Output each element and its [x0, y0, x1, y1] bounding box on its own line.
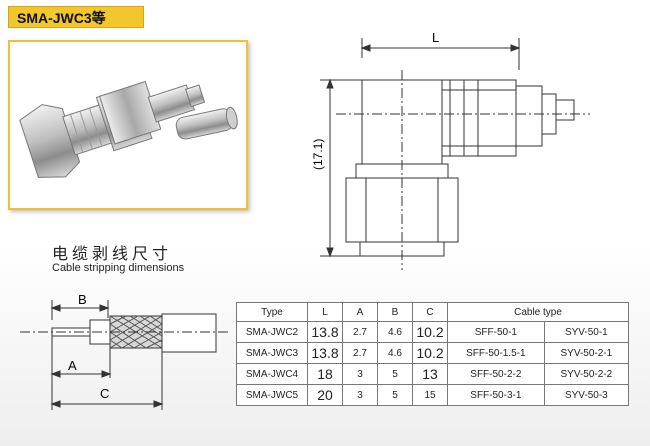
table-row: SMA-JWC3 13.8 2.7 4.6 10.2 SFF-50-1.5-1 … [236, 342, 630, 364]
cell-C: 10.2 [412, 342, 448, 364]
cell-type: SMA-JWC2 [236, 321, 308, 343]
cell-L: 18 [307, 363, 343, 385]
header-B: B [377, 302, 413, 322]
cell-type: SMA-JWC5 [236, 384, 308, 406]
table-row: SMA-JWC5 20 3 5 15 SFF-50-3-1 SYV-50-3 [236, 384, 630, 406]
header-C: C [412, 302, 448, 322]
cell-A: 3 [342, 363, 378, 385]
cell-C: 13 [412, 363, 448, 385]
dim-height-label: (17.1) [311, 139, 325, 170]
cell-L: 13.8 [307, 321, 343, 343]
table-row: SMA-JWC4 18 3 5 13 SFF-50-2-2 SYV-50-2-2 [236, 363, 630, 385]
cell-cable-sff: SFF-50-1 [447, 321, 545, 343]
cell-B: 5 [377, 363, 413, 385]
header-cable-type: Cable type [447, 302, 629, 322]
cell-C: 10.2 [412, 321, 448, 343]
table-row: SMA-JWC2 13.8 2.7 4.6 10.2 SFF-50-1 SYV-… [236, 321, 630, 343]
cell-L: 20 [307, 384, 343, 406]
cell-A: 2.7 [342, 342, 378, 364]
spec-table: Type L A B C Cable type SMA-JWC2 13.8 2.… [236, 302, 630, 406]
dim-C-label: C [100, 386, 109, 401]
connector-photo [19, 80, 238, 178]
cell-cable-syv: SYV-50-1 [543, 321, 630, 343]
product-photo-frame [8, 40, 248, 210]
header-L: L [307, 302, 343, 322]
cell-cable-syv: SYV-50-2-1 [543, 342, 630, 364]
cell-cable-sff: SFF-50-1.5-1 [447, 342, 545, 364]
cell-B: 5 [377, 384, 413, 406]
cell-type: SMA-JWC3 [236, 342, 308, 364]
header-A: A [342, 302, 378, 322]
page-title: SMA-JWC3等 [8, 6, 144, 28]
stripping-title-cn: 电缆剥线尺寸 [52, 244, 173, 263]
cell-cable-syv: SYV-50-3 [543, 384, 630, 406]
cell-A: 2.7 [342, 321, 378, 343]
cell-cable-syv: SYV-50-2-2 [543, 363, 630, 385]
cell-A: 3 [342, 384, 378, 406]
dim-B-label: B [78, 292, 87, 307]
stripping-title-en: Cable stripping dimensions [52, 262, 185, 274]
cell-cable-sff: SFF-50-3-1 [447, 384, 545, 406]
cell-B: 4.6 [377, 342, 413, 364]
cell-B: 4.6 [377, 321, 413, 343]
header-type: Type [236, 302, 308, 322]
dim-A-label: A [68, 358, 77, 373]
cell-type: SMA-JWC4 [236, 363, 308, 385]
cell-cable-sff: SFF-50-2-2 [447, 363, 545, 385]
dim-L-label: L [432, 30, 439, 45]
cell-C: 15 [412, 384, 448, 406]
cell-L: 13.8 [307, 342, 343, 364]
